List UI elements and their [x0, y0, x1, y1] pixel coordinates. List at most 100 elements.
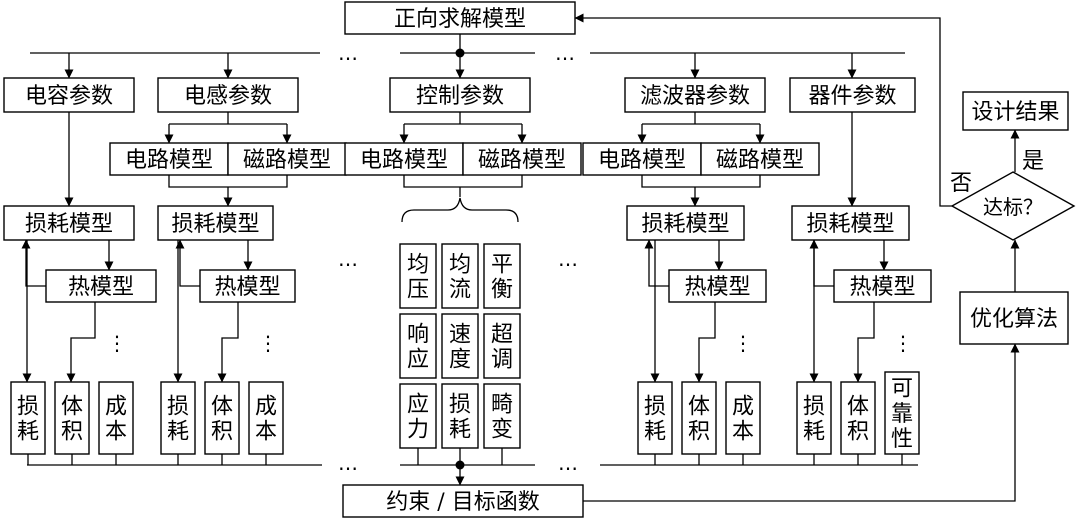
- control-params-box: [389, 77, 531, 113]
- control-params-box-label: 控制参数: [416, 84, 504, 109]
- inductor-magnetic-model-box-label: 磁路模型: [243, 148, 331, 173]
- forward-solver-model-box-label: 正向求解模型: [394, 7, 526, 32]
- inductor-loss-model-box: [157, 205, 274, 241]
- filter-magnetic-model-box: [700, 142, 820, 176]
- model-merge-bar: [641, 175, 761, 188]
- capacitor-params-box: [3, 77, 135, 113]
- device-params-box: [789, 77, 916, 113]
- thermal-to-volume: [66, 302, 96, 383]
- control-indicator-4: [441, 313, 479, 379]
- device-reliability-indicator-char: 可: [891, 377, 913, 402]
- model-merge-bar: [168, 175, 288, 188]
- ellipsis: …: [555, 41, 575, 65]
- ellipsis: …: [558, 247, 578, 271]
- filter-thermal-model-box: [668, 269, 767, 303]
- filter-magnetic-model-box-label: 磁路模型: [716, 148, 804, 173]
- device-thermal-model-box-label: 热模型: [849, 275, 915, 300]
- design-result-box: [962, 91, 1069, 131]
- filter-cost-indicator-char: 本: [732, 420, 754, 445]
- capacitor-volume-indicator-char: 体: [61, 394, 83, 419]
- capacitor-params-box-label: 电容参数: [25, 84, 113, 109]
- capacitor-cost-indicator-char: 本: [105, 420, 127, 445]
- control-indicator-5-char: 调: [491, 348, 513, 373]
- filter-volume-indicator-char: 积: [688, 420, 710, 445]
- control-indicator-4-char: 速: [449, 322, 471, 347]
- capacitor-loss-model-box-label: 损耗模型: [25, 212, 113, 237]
- connector-lines: [21, 13, 1020, 502]
- filter-volume-indicator-char: 体: [688, 394, 710, 419]
- control-indicator-0-char: 压: [407, 278, 429, 303]
- capacitor-thermal-model-box-label: 热模型: [68, 275, 134, 300]
- control-indicator-5: [483, 313, 521, 379]
- ellipsis-vertical: ⋮: [107, 331, 127, 355]
- filter-circuit-model-box-label: 电路模型: [598, 148, 686, 173]
- ellipsis: …: [338, 451, 358, 475]
- filter-volume-indicator: [681, 381, 717, 455]
- device-thermal-model-box: [833, 269, 932, 303]
- device-loss-indicator-char: 损: [803, 394, 825, 419]
- filter-cost-indicator-char: 成: [732, 394, 754, 419]
- control-magnetic-model-box-label: 磁路模型: [478, 148, 566, 173]
- control-indicator-7: [441, 383, 479, 449]
- design-result-box-label: 设计结果: [971, 100, 1059, 125]
- no-label: 否: [950, 171, 972, 196]
- control-indicator-2: [483, 243, 521, 309]
- control-circuit-model-box: [344, 142, 464, 176]
- control-indicator-2-char: 衡: [491, 278, 513, 303]
- capacitor-thermal-model-box: [45, 269, 157, 303]
- filter-thermal-model-box-label: 热模型: [684, 275, 750, 300]
- inductor-params-box: [157, 77, 299, 113]
- control-indicator-6: [399, 383, 437, 449]
- thermal-feedback: [644, 239, 669, 287]
- filter-loss-model-box-label: 损耗模型: [641, 212, 729, 237]
- control-indicator-1-char: 流: [449, 278, 471, 303]
- ellipsis-vertical: ⋮: [258, 331, 278, 355]
- decision-no-feedback: [574, 13, 952, 207]
- ellipsis-vertical: ⋮: [733, 331, 753, 355]
- device-volume-indicator-char: 积: [847, 420, 869, 445]
- inductor-volume-indicator-char: 体: [211, 394, 233, 419]
- inductor-loss-indicator-char: 耗: [167, 420, 189, 445]
- inductor-loss-indicator: [160, 381, 196, 455]
- control-indicator-3-char: 响: [407, 322, 429, 347]
- filter-params-box: [624, 77, 766, 113]
- yes-label: 是: [1022, 149, 1044, 174]
- inductor-circuit-model-box-label: 电路模型: [125, 148, 213, 173]
- inductor-cost-indicator-char: 成: [255, 394, 277, 419]
- forward-solver-model-box: [344, 1, 576, 35]
- capacitor-cost-indicator: [98, 381, 134, 455]
- control-indicator-3-char: 应: [407, 348, 429, 373]
- thermal-to-volume: [217, 302, 239, 383]
- thermal-feedback: [21, 239, 46, 287]
- constraint-objective-box-label: 约束 / 目标函数: [386, 490, 539, 515]
- device-reliability-indicator: [884, 371, 920, 455]
- inductor-loss-indicator-char: 损: [167, 394, 189, 419]
- control-indicator-6-char: 应: [407, 392, 429, 417]
- device-loss-indicator-char: 耗: [803, 420, 825, 445]
- inductor-params-box-label: 电感参数: [184, 84, 272, 109]
- control-indicator-4-char: 度: [449, 348, 471, 373]
- filter-loss-indicator: [637, 381, 673, 455]
- control-indicator-1: [441, 243, 479, 309]
- control-indicator-5-char: 超: [491, 322, 513, 347]
- device-reliability-indicator-char: 靠: [891, 402, 913, 427]
- ellipsis: …: [558, 451, 578, 475]
- capacitor-volume-indicator: [54, 381, 90, 455]
- capacitor-loss-indicator-char: 损: [17, 394, 39, 419]
- decision-diamond: [950, 171, 1076, 241]
- thermal-to-volume: [694, 302, 716, 383]
- control-indicator-0-char: 均: [407, 252, 429, 277]
- device-loss-model-box: [791, 205, 910, 241]
- inductor-cost-indicator-char: 本: [255, 420, 277, 445]
- capacitor-loss-model-box: [3, 205, 135, 241]
- objective-to-optimizer: [583, 343, 1020, 502]
- ellipsis: …: [338, 41, 358, 65]
- inductor-cost-indicator: [248, 381, 284, 455]
- model-merge-bar: [403, 175, 523, 188]
- device-params-box-label: 器件参数: [808, 84, 896, 109]
- control-indicator-3: [399, 313, 437, 379]
- control-indicator-0: [399, 243, 437, 309]
- diagram-labels: 正向求解模型约束 / 目标函数…………电容参数电感参数控制参数滤波器参数器件参数…: [17, 7, 1060, 515]
